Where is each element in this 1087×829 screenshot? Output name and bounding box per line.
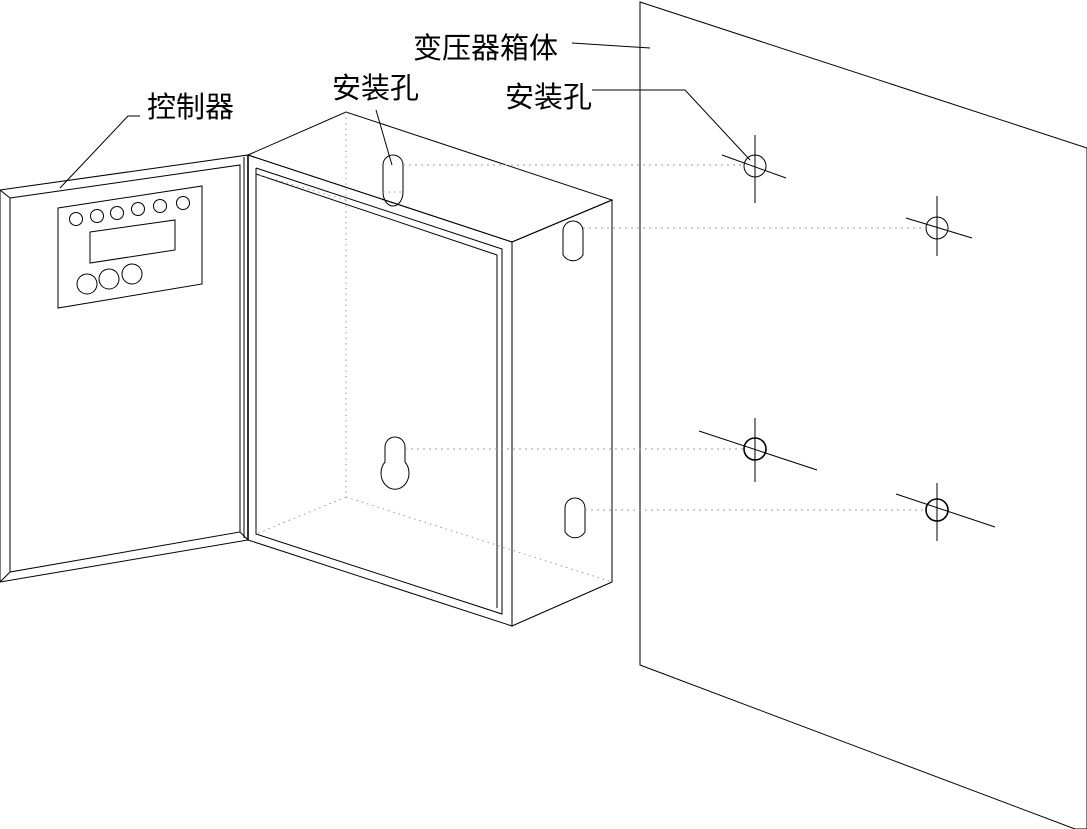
display-screen — [89, 219, 176, 264]
indicator-light — [69, 212, 83, 226]
transformer-box-panel — [639, 1, 1087, 829]
mounting-hole — [698, 418, 818, 482]
controller-panel — [57, 185, 203, 309]
transformer-box-label: 变压器箱体 — [413, 31, 558, 65]
mounting-hole — [905, 196, 973, 256]
mounting-hole — [895, 483, 996, 541]
keyhole-slot — [382, 154, 404, 207]
keyhole-slot — [380, 436, 410, 490]
indicator-light — [153, 199, 167, 213]
control-button — [76, 273, 98, 295]
controller-label: 控制器 — [147, 90, 234, 124]
controller-door — [0, 154, 249, 583]
control-button — [121, 263, 143, 285]
controller-enclosure — [246, 111, 614, 627]
keyhole-slot — [564, 497, 586, 539]
mount-hole-label: 安装孔 — [332, 71, 419, 105]
indicator-light — [131, 202, 145, 216]
indicator-light — [90, 209, 104, 223]
indicator-light — [110, 206, 124, 220]
mount-hole-label: 安装孔 — [505, 80, 592, 114]
control-button — [98, 268, 120, 290]
alignment-lines — [403, 164, 926, 511]
mounting-hole — [721, 135, 787, 203]
indicator-light — [176, 196, 190, 210]
leader-lines — [59, 42, 751, 189]
keyhole-slot — [562, 220, 584, 262]
